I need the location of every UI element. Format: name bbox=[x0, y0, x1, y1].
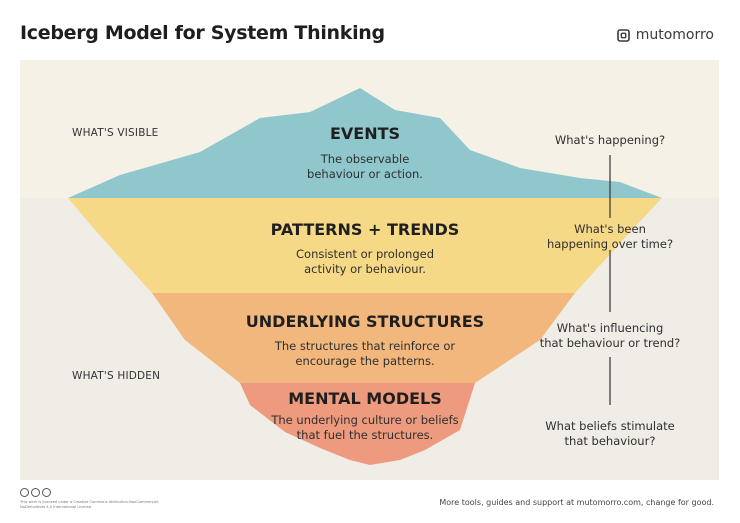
layer-description: The structures that reinforce or encoura… bbox=[190, 339, 540, 369]
page-title: Iceberg Model for System Thinking bbox=[20, 22, 385, 44]
layer-description: The underlying culture or beliefs that f… bbox=[205, 413, 525, 443]
patterns-layer-shape bbox=[68, 198, 662, 293]
question-structures: What's influencing that behaviour or tre… bbox=[535, 321, 685, 351]
zone-label-hidden: WHAT'S HIDDEN bbox=[72, 370, 161, 382]
logo-square-icon bbox=[616, 28, 630, 42]
mental-models-layer-shape bbox=[240, 383, 475, 465]
creative-commons-icon[interactable] bbox=[20, 488, 180, 497]
layer-title: MENTAL MODELS bbox=[288, 389, 442, 408]
question-line: that behaviour? bbox=[564, 434, 656, 448]
question-mental-models: What beliefs stimulate that behaviour? bbox=[535, 419, 685, 449]
footer-tagline[interactable]: More tools, guides and support at mutomo… bbox=[439, 498, 714, 507]
layer-events: EVENTS The observable behaviour or actio… bbox=[215, 124, 515, 182]
question-line: What's been bbox=[574, 222, 646, 236]
layer-description-line: that fuel the structures. bbox=[296, 428, 434, 442]
brand[interactable]: mutomorro bbox=[616, 27, 714, 43]
question-line: What beliefs stimulate bbox=[545, 419, 675, 433]
question-line: What's influencing bbox=[556, 321, 664, 335]
layer-description-line: behaviour or action. bbox=[307, 167, 423, 181]
question-patterns: What's been happening over time? bbox=[540, 222, 680, 252]
layer-description-line: activity or behaviour. bbox=[304, 262, 426, 276]
events-layer-shape bbox=[68, 88, 662, 198]
layer-patterns-trends: PATTERNS + TRENDS Consistent or prolonge… bbox=[190, 220, 540, 277]
question-line: that behaviour or trend? bbox=[539, 336, 681, 350]
layer-description-line: The structures that reinforce or bbox=[274, 339, 456, 353]
layer-description-line: The observable bbox=[320, 152, 410, 166]
layer-mental-models: MENTAL MODELS The underlying culture or … bbox=[205, 389, 525, 443]
license-text: This work is licensed under a Creative C… bbox=[20, 500, 160, 509]
layer-description: Consistent or prolonged activity or beha… bbox=[190, 247, 540, 277]
layer-title: UNDERLYING STRUCTURES bbox=[245, 312, 485, 331]
by-icon bbox=[31, 488, 40, 497]
question-events: What's happening? bbox=[540, 133, 680, 148]
layer-description-line: The underlying culture or beliefs bbox=[271, 413, 459, 427]
structures-layer-shape bbox=[152, 293, 575, 383]
brand-name: mutomorro bbox=[635, 27, 714, 43]
cc-icon bbox=[20, 488, 29, 497]
layer-underlying-structures: UNDERLYING STRUCTURES The structures tha… bbox=[190, 312, 540, 369]
iceberg-diagram: WHAT'S VISIBLE WHAT'S HIDDEN EVENTS The … bbox=[20, 60, 719, 480]
question-line: happening over time? bbox=[546, 237, 674, 251]
layer-title: EVENTS bbox=[329, 124, 401, 143]
iceberg-graphic bbox=[20, 60, 719, 480]
question-line: What's happening? bbox=[554, 133, 666, 147]
layer-description: The observable behaviour or action. bbox=[215, 152, 515, 182]
layer-description-line: Consistent or prolonged bbox=[296, 247, 434, 261]
layer-title: PATTERNS + TRENDS bbox=[270, 220, 460, 239]
license-block: This work is licensed under a Creative C… bbox=[20, 488, 180, 510]
zone-label-visible: WHAT'S VISIBLE bbox=[72, 127, 159, 139]
nc-icon bbox=[42, 488, 51, 497]
layer-description-line: encourage the patterns. bbox=[295, 354, 435, 368]
